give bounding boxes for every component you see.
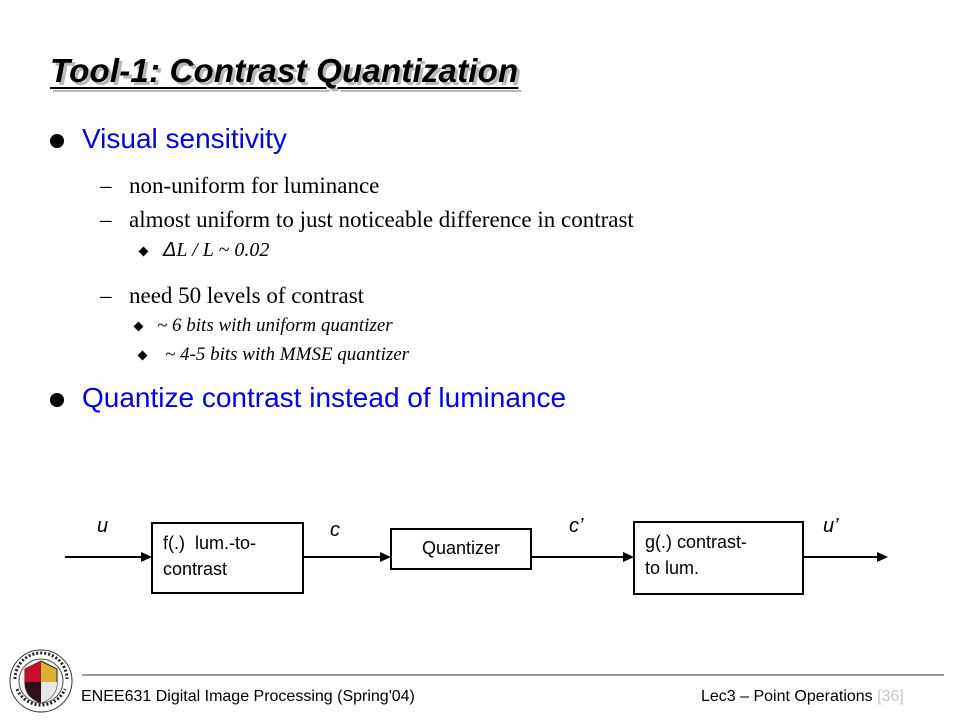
slide-title: Tool-1: Contrast Quantization [50,52,519,89]
block-quantizer: Quantizer [390,528,532,570]
delta-symbol: Δ [163,239,177,261]
bullet-dot [50,134,64,148]
weber-ratio-text: L / L ~ 0.02 [176,239,270,261]
sub-item-50-levels: need 50 levels of contrast [129,283,365,308]
signal-u-prime-label: u’ [823,515,839,537]
block-g-contrast-to-lum: g(.) contrast- to lum. [633,521,804,595]
bullet-visual-sensitivity: Visual sensitivity [82,123,287,154]
university-seal-logo [9,649,73,713]
arrowhead [877,552,888,562]
block-g-line1: g(.) contrast- [645,532,748,552]
footer-course: ENEE631 Digital Image Processing (Spring… [81,688,415,705]
uniform-quantizer-bits: ~ 6 bits with uniform quantizer [157,315,393,336]
sub-item-nonuniform: non-uniform for luminance [129,173,380,198]
bullet-dot [50,393,64,407]
block-quantizer-label: Quantizer [421,538,501,558]
block-f-lum-to-contrast: f(.) lum.-to- contrast [151,522,304,594]
block-f-line1: f(.) lum.-to- [163,533,256,553]
dash-marker: – [100,283,112,308]
block-g-line2: to lum. [645,558,700,578]
weber-ratio: ΔL / L ~ 0.02 [163,239,269,262]
signal-u-label: u [97,515,109,537]
diamond-bullet-icon [133,321,144,332]
block-f-line2: contrast [163,559,228,579]
bullet-quantize-contrast: Quantize contrast instead of luminance [82,382,567,413]
diamond-bullet-icon [138,246,149,257]
footer-lecture-title: Lec3 – Point Operations [701,688,873,705]
dash-marker: – [100,173,112,198]
signal-c-label: c [330,519,340,541]
footer-divider [82,674,944,676]
signal-c-prime-label: c’ [569,515,584,537]
mmse-quantizer-bits: ~ 4-5 bits with MMSE quantizer [165,344,410,365]
dash-marker: – [100,207,112,232]
footer-page-number: [36] [877,688,904,705]
diamond-bullet-icon [137,350,148,361]
sub-item-almost-uniform: almost uniform to just noticeable differ… [129,207,634,232]
footer-lecture: Lec3 – Point Operations [36] [701,688,904,706]
